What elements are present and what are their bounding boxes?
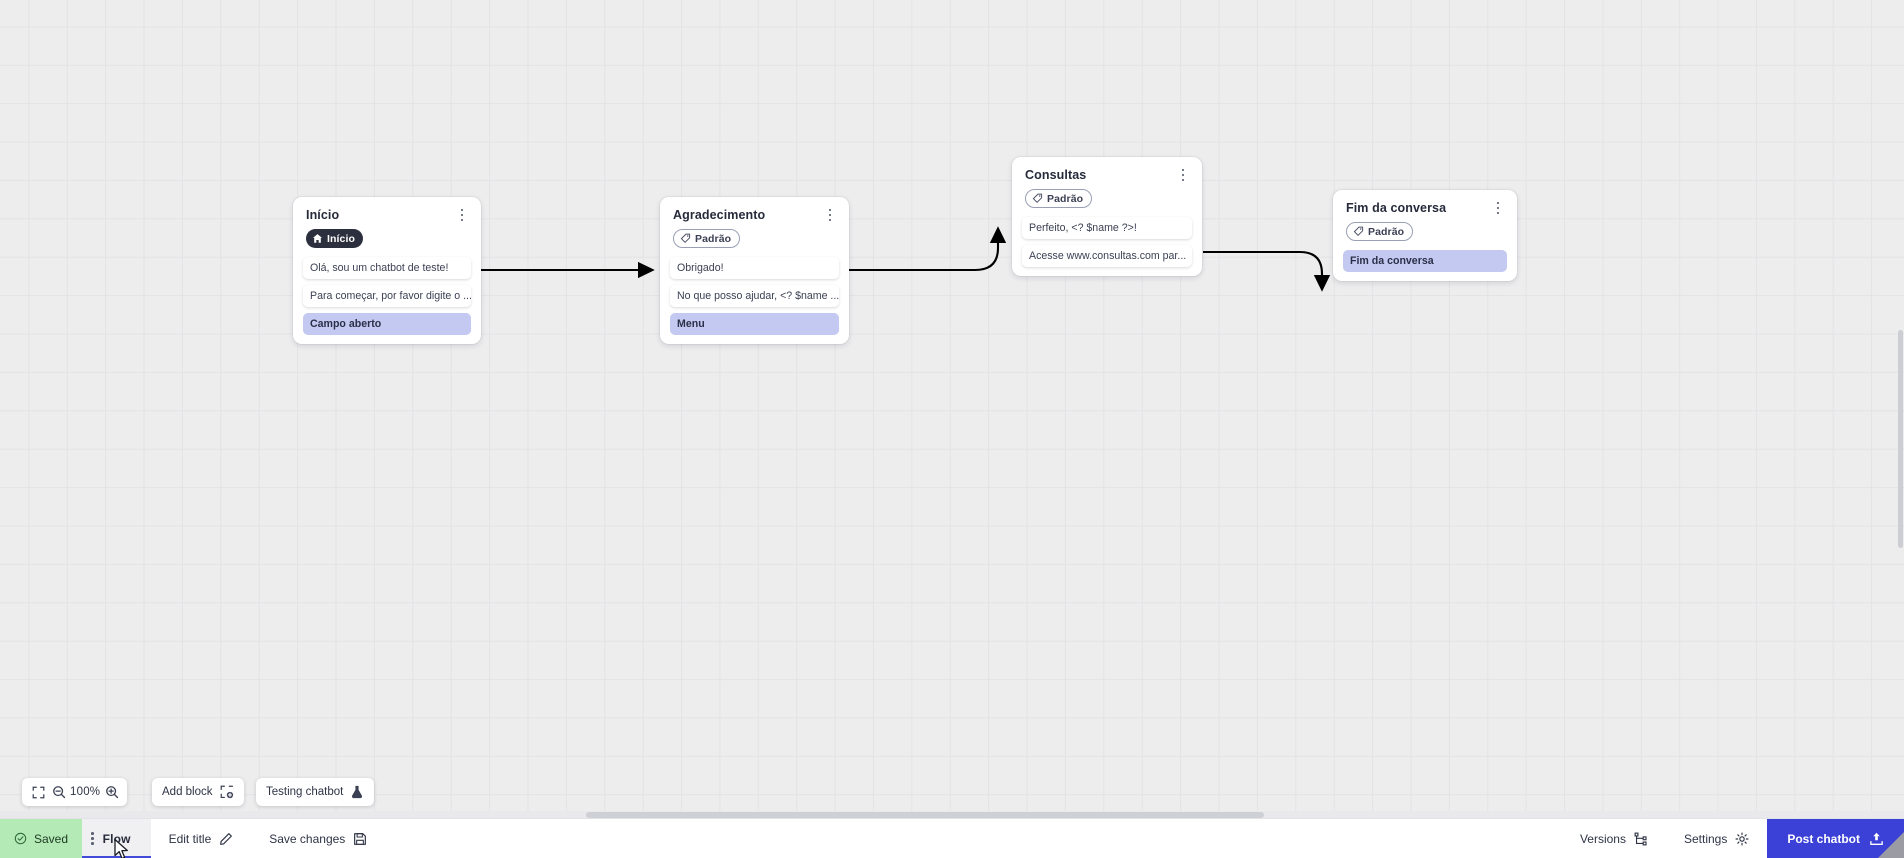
tag-icon xyxy=(1032,193,1043,204)
node-menu-button[interactable] xyxy=(1176,167,1190,183)
testing-chatbot-label: Testing chatbot xyxy=(266,786,344,798)
node-badge-label: Padrão xyxy=(1047,192,1084,205)
node-badge-start: Início xyxy=(306,229,364,248)
flow-node-fim-da-conversa[interactable]: Fim da conversa Padrão Fim da conversa xyxy=(1333,190,1517,281)
node-row-message[interactable]: Acesse www.consultas.com par... xyxy=(1022,245,1192,267)
edge-agradecimento-to-consultas xyxy=(849,226,1007,272)
node-header: Agradecimento xyxy=(670,207,839,223)
add-block-button[interactable]: Add block xyxy=(152,778,244,806)
flask-icon xyxy=(352,785,363,799)
node-row-message[interactable]: Obrigado! xyxy=(670,257,839,279)
tag-icon xyxy=(680,233,691,244)
node-rows: Obrigado! No que posso ajudar, <? $name … xyxy=(670,257,839,335)
flow-canvas[interactable]: Início Início Olá, sou um chatbot de tes… xyxy=(0,0,1904,818)
node-menu-button[interactable] xyxy=(455,207,469,223)
save-changes-button[interactable]: Save changes xyxy=(251,819,385,858)
edit-title-label: Edit title xyxy=(168,831,212,846)
post-chatbot-button[interactable]: Post chatbot xyxy=(1767,819,1904,858)
home-icon xyxy=(312,234,323,243)
saved-status: Saved xyxy=(0,819,83,858)
zoom-toolbar[interactable]: 100% xyxy=(22,778,128,806)
save-changes-label: Save changes xyxy=(269,831,346,846)
settings-label: Settings xyxy=(1683,831,1728,846)
node-rows: Olá, sou um chatbot de teste! Para começ… xyxy=(303,257,471,335)
node-row-highlight[interactable]: Campo aberto xyxy=(303,313,471,335)
bottom-bar-left: Saved Flow Edit title Save changes xyxy=(0,819,385,858)
check-circle-icon xyxy=(14,832,27,845)
tag-icon xyxy=(1353,226,1364,237)
scrollbar-thumb[interactable] xyxy=(1897,330,1903,548)
tab-flow-label: Flow xyxy=(102,831,131,846)
post-chatbot-label: Post chatbot xyxy=(1787,831,1860,846)
node-badge-default: Padrão xyxy=(673,229,741,248)
canvas-horizontal-scrollbar[interactable] xyxy=(0,811,1904,818)
node-header: Início xyxy=(303,207,471,223)
flow-node-agradecimento[interactable]: Agradecimento Padrão Obrigado! No que po… xyxy=(660,197,849,344)
scrollbar-thumb[interactable] xyxy=(586,811,1264,818)
node-rows: Perfeito, <? $name ?>! Acesse www.consul… xyxy=(1022,217,1192,267)
bottom-bar: Saved Flow Edit title Save changes xyxy=(0,818,1904,858)
node-title: Fim da conversa xyxy=(1346,201,1447,215)
versions-label: Versions xyxy=(1579,831,1626,846)
drag-dots-icon[interactable] xyxy=(91,832,94,845)
node-row-message[interactable]: Perfeito, <? $name ?>! xyxy=(1022,217,1192,239)
node-header: Fim da conversa xyxy=(1343,200,1507,216)
flow-node-inicio[interactable]: Início Início Olá, sou um chatbot de tes… xyxy=(293,197,481,344)
testing-chatbot-button[interactable]: Testing chatbot xyxy=(256,778,374,806)
node-row-message[interactable]: No que posso ajudar, <? $name ... xyxy=(670,285,839,307)
node-title: Agradecimento xyxy=(673,208,766,222)
node-badge-label: Padrão xyxy=(695,232,732,245)
node-badge-default: Padrão xyxy=(1025,189,1093,208)
versions-button[interactable]: Versions xyxy=(1562,819,1666,858)
floppy-disk-icon xyxy=(354,832,367,845)
zoom-out-button[interactable] xyxy=(48,778,70,806)
zoom-in-button[interactable] xyxy=(100,778,127,806)
node-badge-label: Padrão xyxy=(1368,225,1405,238)
bottom-bar-right: Versions Settings Post chatbot xyxy=(1562,819,1904,858)
add-block-label: Add block xyxy=(162,786,213,798)
tab-flow[interactable]: Flow xyxy=(82,819,151,858)
testing-chatbot-toolbar[interactable]: Testing chatbot xyxy=(256,778,375,806)
node-row-message[interactable]: Para começar, por favor digite o ... xyxy=(303,285,471,307)
saved-label: Saved xyxy=(34,831,69,846)
edit-title-button[interactable]: Edit title xyxy=(151,819,252,858)
zoom-level-value: 100% xyxy=(70,786,101,798)
branch-icon xyxy=(1634,832,1647,845)
node-badge-default: Padrão xyxy=(1346,222,1414,241)
node-header: Consultas xyxy=(1022,167,1192,183)
node-row-highlight[interactable]: Fim da conversa xyxy=(1343,250,1507,272)
pencil-icon xyxy=(220,832,233,845)
node-title: Início xyxy=(306,208,340,222)
gear-icon xyxy=(1735,831,1749,846)
edge-consultas-to-fim xyxy=(1203,250,1331,292)
flow-connectors xyxy=(481,226,1331,292)
add-block-toolbar[interactable]: Add block xyxy=(152,778,244,806)
fit-screen-button[interactable] xyxy=(22,778,48,806)
add-block-icon xyxy=(220,785,233,799)
canvas-vertical-scrollbar[interactable] xyxy=(1897,0,1904,818)
node-menu-button[interactable] xyxy=(1491,200,1505,216)
node-title: Consultas xyxy=(1025,168,1087,182)
node-row-highlight[interactable]: Menu xyxy=(670,313,839,335)
resize-corner-icon xyxy=(1878,832,1904,858)
node-row-message[interactable]: Olá, sou um chatbot de teste! xyxy=(303,257,471,279)
node-menu-button[interactable] xyxy=(823,207,837,223)
zoom-out-icon xyxy=(53,786,66,799)
node-rows: Fim da conversa xyxy=(1343,250,1507,272)
settings-button[interactable]: Settings xyxy=(1666,819,1767,858)
fit-screen-icon xyxy=(32,786,45,798)
zoom-in-icon xyxy=(106,786,119,799)
node-badge-label: Início xyxy=(327,232,356,245)
flow-node-consultas[interactable]: Consultas Padrão Perfeito, <? $name ?>! … xyxy=(1012,157,1202,276)
